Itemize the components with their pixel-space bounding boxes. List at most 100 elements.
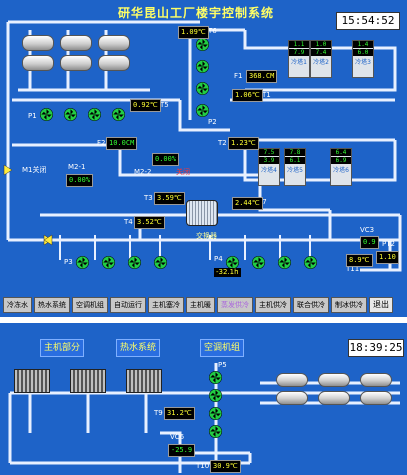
tab-evap-cool[interactable]: 蒸发供冷 bbox=[217, 297, 253, 313]
readout-t5: 0.92℃ bbox=[130, 99, 161, 112]
tab-air-handler[interactable]: 空调机组 bbox=[72, 297, 108, 313]
readout-t11: 8.9℃ bbox=[346, 254, 373, 267]
label-p4: P4 bbox=[214, 255, 223, 263]
pump-fan-icon[interactable] bbox=[40, 108, 53, 121]
cooling-fan-icon[interactable] bbox=[196, 60, 209, 73]
valve-icons bbox=[3, 164, 53, 246]
chiller-unit-value-a: 6.4 bbox=[331, 149, 351, 156]
label-t11: T11 bbox=[346, 265, 360, 273]
readout-vc3: 0.9 bbox=[360, 236, 379, 249]
chiller-unit-value-a: 1.0 bbox=[311, 41, 331, 48]
chiller-unit-value-b: 7.4 bbox=[311, 49, 331, 56]
chiller-unit-label: 冷塔6 bbox=[333, 167, 349, 174]
tab-chilled-water[interactable]: 冷冻水 bbox=[3, 297, 32, 313]
chiller-unit-label: 冷塔5 bbox=[287, 167, 303, 174]
readout-t1: 1.06℃ bbox=[232, 89, 263, 102]
mode-tabs: 冷冻水 热水系统 空调机组 自动运行 主机塞冷 主机暖 蒸发供冷 主机供冷 联合… bbox=[3, 297, 393, 313]
pump-fan-icon[interactable] bbox=[252, 256, 265, 269]
pump-fan-icon[interactable] bbox=[209, 407, 222, 420]
heat-exchanger[interactable] bbox=[186, 200, 218, 226]
chiller-tank[interactable] bbox=[98, 55, 130, 71]
cooling-fan-icon[interactable] bbox=[196, 82, 209, 95]
chiller-unit-label: 冷塔4 bbox=[261, 167, 277, 174]
label-t3: T3 bbox=[144, 194, 153, 202]
pump-fan-icon[interactable] bbox=[102, 256, 115, 269]
label-f1: F1 bbox=[234, 72, 243, 80]
cooling-tower[interactable] bbox=[70, 369, 106, 393]
clock-display-2: 18:39:25 bbox=[348, 339, 404, 357]
tab-chiller-cool[interactable]: 主机塞冷 bbox=[148, 297, 184, 313]
pump-fan-icon[interactable] bbox=[209, 371, 222, 384]
readout-vc6: -25.9 bbox=[168, 444, 196, 457]
pump-fan-icon[interactable] bbox=[112, 108, 125, 121]
chiller-tank[interactable] bbox=[318, 391, 350, 405]
tab-ice-supply[interactable]: 制冰供冷 bbox=[331, 297, 367, 313]
pump-fan-icon[interactable] bbox=[209, 389, 222, 402]
label-p4-flow: -32.1h bbox=[214, 268, 241, 277]
tab-auto-run[interactable]: 自动运行 bbox=[110, 297, 146, 313]
chiller-tank[interactable] bbox=[276, 373, 308, 387]
readout-m2-2: 0.00% bbox=[152, 153, 180, 166]
readout-t9: 31.2℃ bbox=[164, 407, 195, 420]
readout-m2-1: 0.00% bbox=[66, 174, 94, 187]
tab-heat-section[interactable]: 热水系统 bbox=[116, 339, 161, 357]
pump-fan-icon[interactable] bbox=[64, 108, 77, 121]
cooling-fan-icon[interactable] bbox=[196, 104, 209, 117]
chiller-unit-label: 冷塔2 bbox=[313, 59, 329, 66]
chiller-unit-value-b: 6.0 bbox=[353, 49, 373, 56]
pump-fan-icon[interactable] bbox=[278, 256, 291, 269]
chiller-tank[interactable] bbox=[360, 373, 392, 387]
label-t9: T9 bbox=[154, 409, 163, 417]
page-title: 研华昆山工厂楼宇控制系统 bbox=[118, 6, 275, 20]
tab-combined-supply[interactable]: 联合供冷 bbox=[293, 297, 329, 313]
readout-t3: 3.59℃ bbox=[154, 192, 185, 205]
tab-air-section[interactable]: 空调机组 bbox=[200, 339, 245, 357]
chiller-tank[interactable] bbox=[318, 373, 350, 387]
label-m2-1: M2-1 bbox=[68, 163, 86, 171]
label-p2: P2 bbox=[208, 118, 217, 126]
chiller-tank[interactable] bbox=[60, 55, 92, 71]
cooling-fan-icon[interactable] bbox=[196, 38, 209, 51]
tab-hot-water[interactable]: 热水系统 bbox=[34, 297, 70, 313]
chiller-tank[interactable] bbox=[276, 391, 308, 405]
chiller-unit-value-b: 6.9 bbox=[331, 157, 351, 164]
cooling-tower[interactable] bbox=[126, 369, 162, 393]
chiller-tank[interactable] bbox=[60, 35, 92, 51]
chiller-unit-value-a: 7.8 bbox=[285, 149, 305, 156]
label-t1: T1 bbox=[262, 91, 271, 99]
chiller-tank[interactable] bbox=[22, 35, 54, 51]
chiller-unit-value-a: 1.1 bbox=[289, 41, 309, 48]
label-m2-2: M2-2 bbox=[134, 168, 152, 176]
pump-fan-icon[interactable] bbox=[209, 425, 222, 438]
pump-fan-icon[interactable] bbox=[88, 108, 101, 121]
tab-main-section[interactable]: 主机部分 bbox=[40, 339, 85, 357]
pump-fan-icon[interactable] bbox=[304, 256, 317, 269]
pump-fan-icon[interactable] bbox=[128, 256, 141, 269]
readout-f2: 10.0CM bbox=[106, 137, 138, 150]
readout-t4: 3.52℃ bbox=[134, 216, 165, 229]
label-t10: T10 bbox=[196, 462, 210, 470]
tab-chiller-warm[interactable]: 主机暖 bbox=[186, 297, 215, 313]
exit-button[interactable]: 退出 bbox=[369, 297, 393, 313]
pump-fan-icon[interactable] bbox=[76, 256, 89, 269]
readout-t2: 1.23℃ bbox=[228, 137, 259, 150]
chiller-tank[interactable] bbox=[98, 35, 130, 51]
pump-fan-icon[interactable] bbox=[154, 256, 167, 269]
chiller-tank[interactable] bbox=[22, 55, 54, 71]
clock-display: 15:54:52 bbox=[336, 12, 400, 30]
readout-t6: 1.09℃ bbox=[178, 26, 209, 39]
chiller-unit-label: 冷塔1 bbox=[291, 59, 307, 66]
label-t2: T2 bbox=[218, 139, 227, 147]
cooling-tower[interactable] bbox=[14, 369, 50, 393]
chiller-tank[interactable] bbox=[360, 391, 392, 405]
readout-t10: 30.9℃ bbox=[210, 460, 241, 473]
tab-chiller-supply[interactable]: 主机供冷 bbox=[255, 297, 291, 313]
